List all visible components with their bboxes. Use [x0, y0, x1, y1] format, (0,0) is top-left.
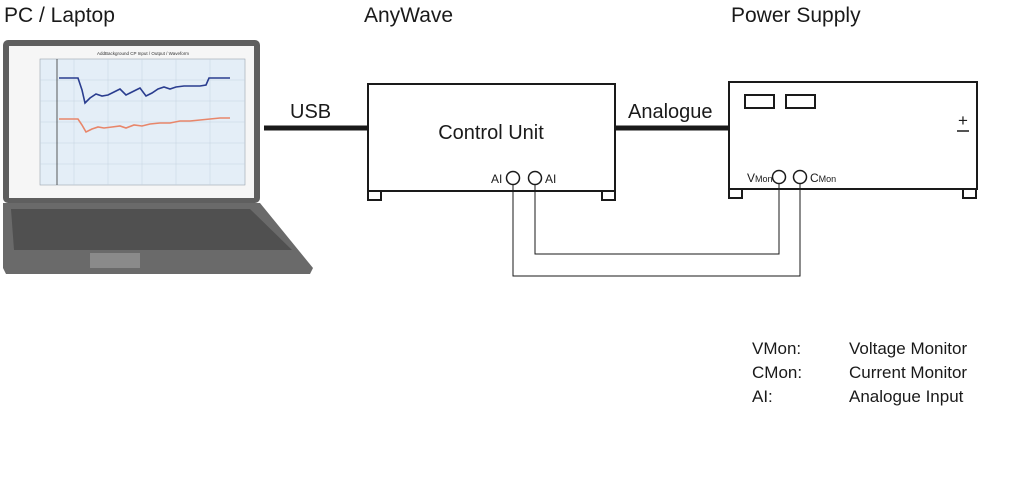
- screen-series-lower: [59, 117, 230, 134]
- vmon-port-label: VMon: [747, 171, 773, 185]
- control-unit-ai-port-right: [527, 170, 543, 186]
- power-supply-foot-right: [962, 188, 977, 199]
- legend-value-cmon: Current Monitor: [849, 363, 967, 382]
- screen-series-upper: [59, 77, 230, 105]
- wire-cmon-to-ai: [512, 184, 801, 277]
- analogue-label: Analogue: [628, 101, 713, 123]
- wire-vmon-to-ai: [534, 184, 780, 255]
- power-supply-foot-left: [728, 188, 743, 199]
- legend: VMon: Voltage Monitor CMon: Current Moni…: [752, 339, 967, 406]
- control-unit-ai-port-left: [505, 170, 521, 186]
- legend-key-vmon: VMon:: [752, 339, 801, 358]
- control-unit-port-left-label: AI: [491, 172, 502, 186]
- power-supply: + VMon CMon: [728, 81, 978, 199]
- vmon-port: [771, 169, 787, 185]
- control-unit-label: Control Unit: [438, 122, 544, 144]
- cmon-port-label: CMon: [810, 171, 836, 185]
- laptop: AddBackground CP Input / Output / Wavefo…: [3, 40, 313, 274]
- polarity-plus: +: [958, 111, 968, 130]
- power-supply-display-1: [744, 94, 775, 109]
- legend-key-ai: AI:: [752, 387, 773, 406]
- control-unit-foot-right: [601, 190, 616, 201]
- anywave-heading: AnyWave: [364, 4, 453, 27]
- control-unit-foot-left: [367, 190, 382, 201]
- legend-value-ai: Analogue Input: [849, 387, 964, 406]
- laptop-keyboard: [11, 209, 292, 250]
- control-unit-port-right-label: AI: [545, 172, 556, 186]
- screen-plot-title: AddBackground CP Input / Output / Wavefo…: [97, 51, 189, 56]
- usb-label: USB: [290, 101, 331, 123]
- cmon-port: [792, 169, 808, 185]
- power-supply-heading: Power Supply: [731, 4, 861, 27]
- legend-key-cmon: CMon:: [752, 363, 802, 382]
- pc-heading: PC / Laptop: [4, 4, 115, 27]
- control-unit: Control Unit AI AI: [367, 83, 616, 201]
- control-unit-box: [367, 83, 616, 192]
- laptop-touchpad: [90, 253, 140, 268]
- power-supply-display-2: [785, 94, 816, 109]
- legend-value-vmon: Voltage Monitor: [849, 339, 967, 358]
